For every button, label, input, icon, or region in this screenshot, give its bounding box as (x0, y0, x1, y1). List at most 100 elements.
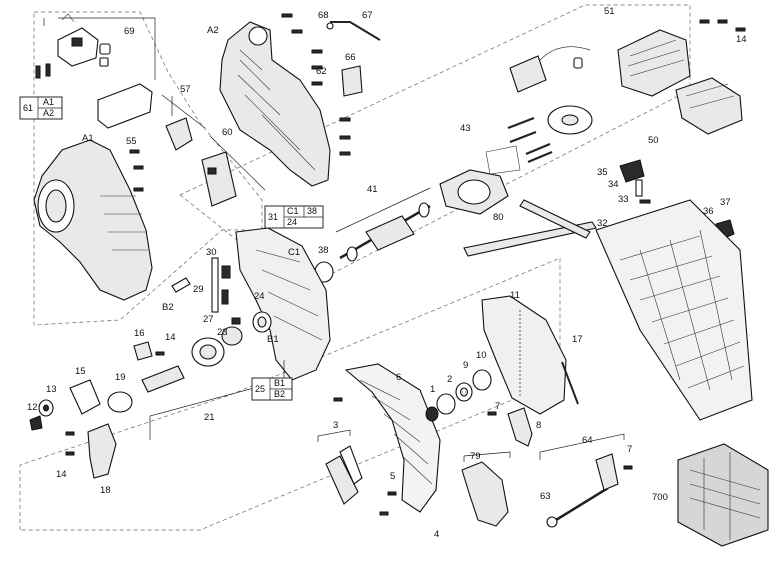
callout-24: 24 (254, 291, 265, 302)
callout-10: 10 (476, 350, 487, 361)
callout-67: 67 (362, 10, 373, 21)
box-61-bottom: A2 (43, 108, 54, 118)
part-3-blade-guard-tabs (317, 429, 363, 505)
part-51-cover-wiring (509, 46, 591, 93)
part-32-base-plate (595, 199, 753, 421)
callout-30: 30 (206, 247, 217, 258)
callout-A1: A1 (82, 133, 94, 144)
callout-55: 55 (126, 136, 137, 147)
callout-60: 60 (222, 127, 233, 138)
box-31-c1: C1 (287, 206, 299, 216)
part-80-rip-fence (463, 199, 597, 257)
callout-64: 64 (582, 435, 593, 446)
callout-A2: A2 (207, 25, 219, 36)
label-box-31: 31 C1 38 24 (264, 205, 324, 229)
label-box-25: 25 B1 B2 (251, 377, 293, 401)
callout-68: 68 (318, 10, 329, 21)
box-31-24: 24 (287, 217, 297, 227)
callout-18: 18 (100, 485, 111, 496)
callout-51: 51 (604, 6, 615, 17)
part-35-knob (619, 159, 651, 204)
part-43-bearing-plate (507, 105, 593, 164)
part-64-63-spindle-lock (539, 433, 625, 528)
part-51-field-coil (617, 29, 691, 97)
part-8-lever (507, 407, 533, 447)
callout-80: 80 (493, 212, 504, 223)
box-61-top: A1 (43, 97, 54, 107)
callout-14-top: 14 (736, 34, 747, 45)
part-12-bolt (29, 415, 43, 431)
callout-7-mid: 7 (495, 401, 500, 412)
part-31-lower-guard (235, 227, 331, 381)
box-25-top: B1 (274, 378, 285, 388)
callout-16: 16 (134, 328, 145, 339)
callout-8: 8 (536, 420, 541, 431)
part-60-pcb (201, 135, 266, 207)
part-A2-motor-housing (219, 21, 331, 187)
box-31-number: 31 (268, 212, 278, 222)
part-79-dust-port (461, 451, 511, 527)
box-31-38: 38 (307, 206, 317, 216)
part-10-oring (472, 369, 492, 391)
part-30-29-spring-parts (211, 257, 231, 313)
callout-79: 79 (470, 451, 481, 462)
callout-38: 38 (318, 245, 329, 256)
callout-C1: C1 (288, 247, 300, 258)
callout-14-bottom: 14 (56, 469, 67, 480)
part-2-flange (436, 393, 456, 415)
part-13-washer (38, 399, 54, 417)
callout-36: 36 (703, 206, 714, 217)
part-11-upper-guard (481, 295, 567, 415)
part-6-blade (344, 363, 441, 513)
callout-5: 5 (390, 471, 395, 482)
part-4-5-screws (333, 397, 633, 516)
part-24-bearing (252, 311, 272, 333)
part-1-nut (425, 406, 439, 422)
callout-66: 66 (345, 52, 356, 63)
part-14-screws-top (699, 19, 746, 32)
callout-63: 63 (540, 491, 551, 502)
callout-57: 57 (180, 84, 191, 95)
box-25-bottom: B2 (274, 389, 285, 399)
box-25-number: 25 (255, 384, 265, 394)
part-17-pin (561, 361, 579, 405)
part-21-spindle-assembly (149, 337, 285, 440)
callout-B1: B1 (267, 334, 279, 345)
callout-17: 17 (572, 334, 583, 345)
callout-62: 62 (316, 66, 327, 77)
part-16-block (133, 341, 153, 361)
part-15-lever (69, 379, 101, 415)
callout-27: 27 (203, 314, 214, 325)
callout-23: 23 (217, 327, 228, 338)
part-14-screws-left (65, 351, 165, 456)
callout-19: 19 (115, 372, 126, 383)
callout-43: 43 (460, 123, 471, 134)
callout-4: 4 (434, 529, 439, 540)
callout-11: 11 (510, 290, 520, 301)
part-23-gear (221, 326, 243, 346)
callout-9: 9 (463, 360, 468, 371)
callout-34: 34 (608, 179, 619, 190)
part-19-shaft (107, 365, 185, 413)
callout-7-right: 7 (627, 444, 632, 455)
callout-labels: 67 68 69 A2 62 66 57 60 55 A1 51 14 43 5… (27, 6, 747, 540)
callout-35: 35 (597, 167, 608, 178)
part-27-nut (231, 317, 241, 325)
part-43-stator (439, 145, 521, 215)
part-67-hex-key (326, 21, 381, 41)
callout-12: 12 (27, 402, 38, 413)
callout-69: 69 (124, 26, 135, 37)
callout-41: 41 (367, 184, 378, 195)
part-B2-pin (171, 277, 191, 293)
callout-32: 32 (597, 218, 608, 229)
callout-3: 3 (333, 420, 338, 431)
callout-14-mid: 14 (165, 332, 176, 343)
part-50-brush-holder (675, 77, 743, 135)
callout-700: 700 (652, 492, 668, 503)
part-A1-handle (33, 139, 153, 301)
callout-33: 33 (618, 194, 629, 205)
part-57-switch (161, 94, 206, 151)
callout-21: 21 (204, 412, 215, 423)
callout-6: 6 (396, 372, 401, 383)
